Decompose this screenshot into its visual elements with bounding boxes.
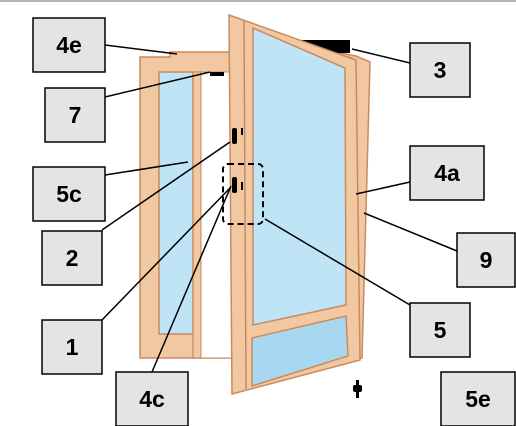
callout-label-4c: 4c (139, 386, 165, 412)
leader-4c (151, 185, 232, 373)
leader-2 (101, 141, 231, 231)
door-leaf (222, 13, 361, 395)
callout-box (440, 371, 516, 426)
callout-box (44, 87, 106, 143)
callout-5c: 5c (32, 166, 106, 222)
lock-upper (232, 128, 237, 144)
callout-label-5e: 5e (465, 386, 491, 412)
callout-box (409, 302, 471, 358)
callout-label-7: 7 (69, 102, 82, 128)
callout-label-3: 3 (434, 57, 447, 83)
fixed-mullion (192, 71, 202, 359)
lock-zone-highlight (222, 163, 264, 225)
callout-box (32, 166, 106, 222)
callout-box (32, 17, 106, 73)
callout-label-5: 5 (434, 317, 447, 343)
floor-bolt-body (353, 385, 362, 392)
lock-lower (232, 177, 237, 193)
door-upper-glass (252, 26, 347, 326)
callout-label-2: 2 (66, 245, 79, 271)
callout-4c: 4c (115, 371, 189, 426)
callout-2: 2 (41, 230, 103, 286)
callout-4a: 4a (409, 145, 485, 201)
head-closer-small (210, 72, 224, 76)
leader-lines (101, 44, 458, 373)
callout-4e: 4e (32, 17, 106, 73)
door-lower-panel (251, 315, 349, 388)
callout-box (409, 42, 471, 98)
callout-5: 5 (409, 302, 471, 358)
callout-label-9: 9 (480, 247, 493, 273)
callout-5e: 5e (440, 371, 516, 426)
callout-label-5c: 5c (56, 181, 82, 207)
callout-9: 9 (456, 232, 516, 288)
callout-label-4a: 4a (434, 160, 460, 186)
leader-4e (104, 44, 178, 55)
callout-1: 1 (41, 319, 103, 375)
leader-4a (355, 181, 411, 195)
label-boxes: 4e 3 7 4a 5c 9 2 5 (32, 17, 516, 426)
callout-label-1: 1 (66, 334, 79, 360)
callout-label-4e: 4e (56, 32, 82, 58)
floor-bolt (353, 380, 362, 398)
leader-5 (264, 218, 411, 306)
callout-3: 3 (409, 42, 471, 98)
leader-3 (351, 48, 411, 64)
callout-box (456, 232, 516, 288)
fixed-frame (139, 51, 233, 359)
leader-1 (101, 187, 231, 321)
callout-7: 7 (44, 87, 106, 143)
leader-5c (104, 161, 189, 176)
callout-box (409, 145, 485, 201)
leader-7 (104, 71, 211, 98)
leader-9 (363, 212, 458, 252)
callout-box (41, 230, 103, 286)
callout-box (41, 319, 103, 375)
door-opening (200, 71, 233, 359)
callout-box (115, 371, 189, 426)
door-stile-line (243, 19, 247, 390)
fixed-panel-glass (158, 71, 194, 335)
